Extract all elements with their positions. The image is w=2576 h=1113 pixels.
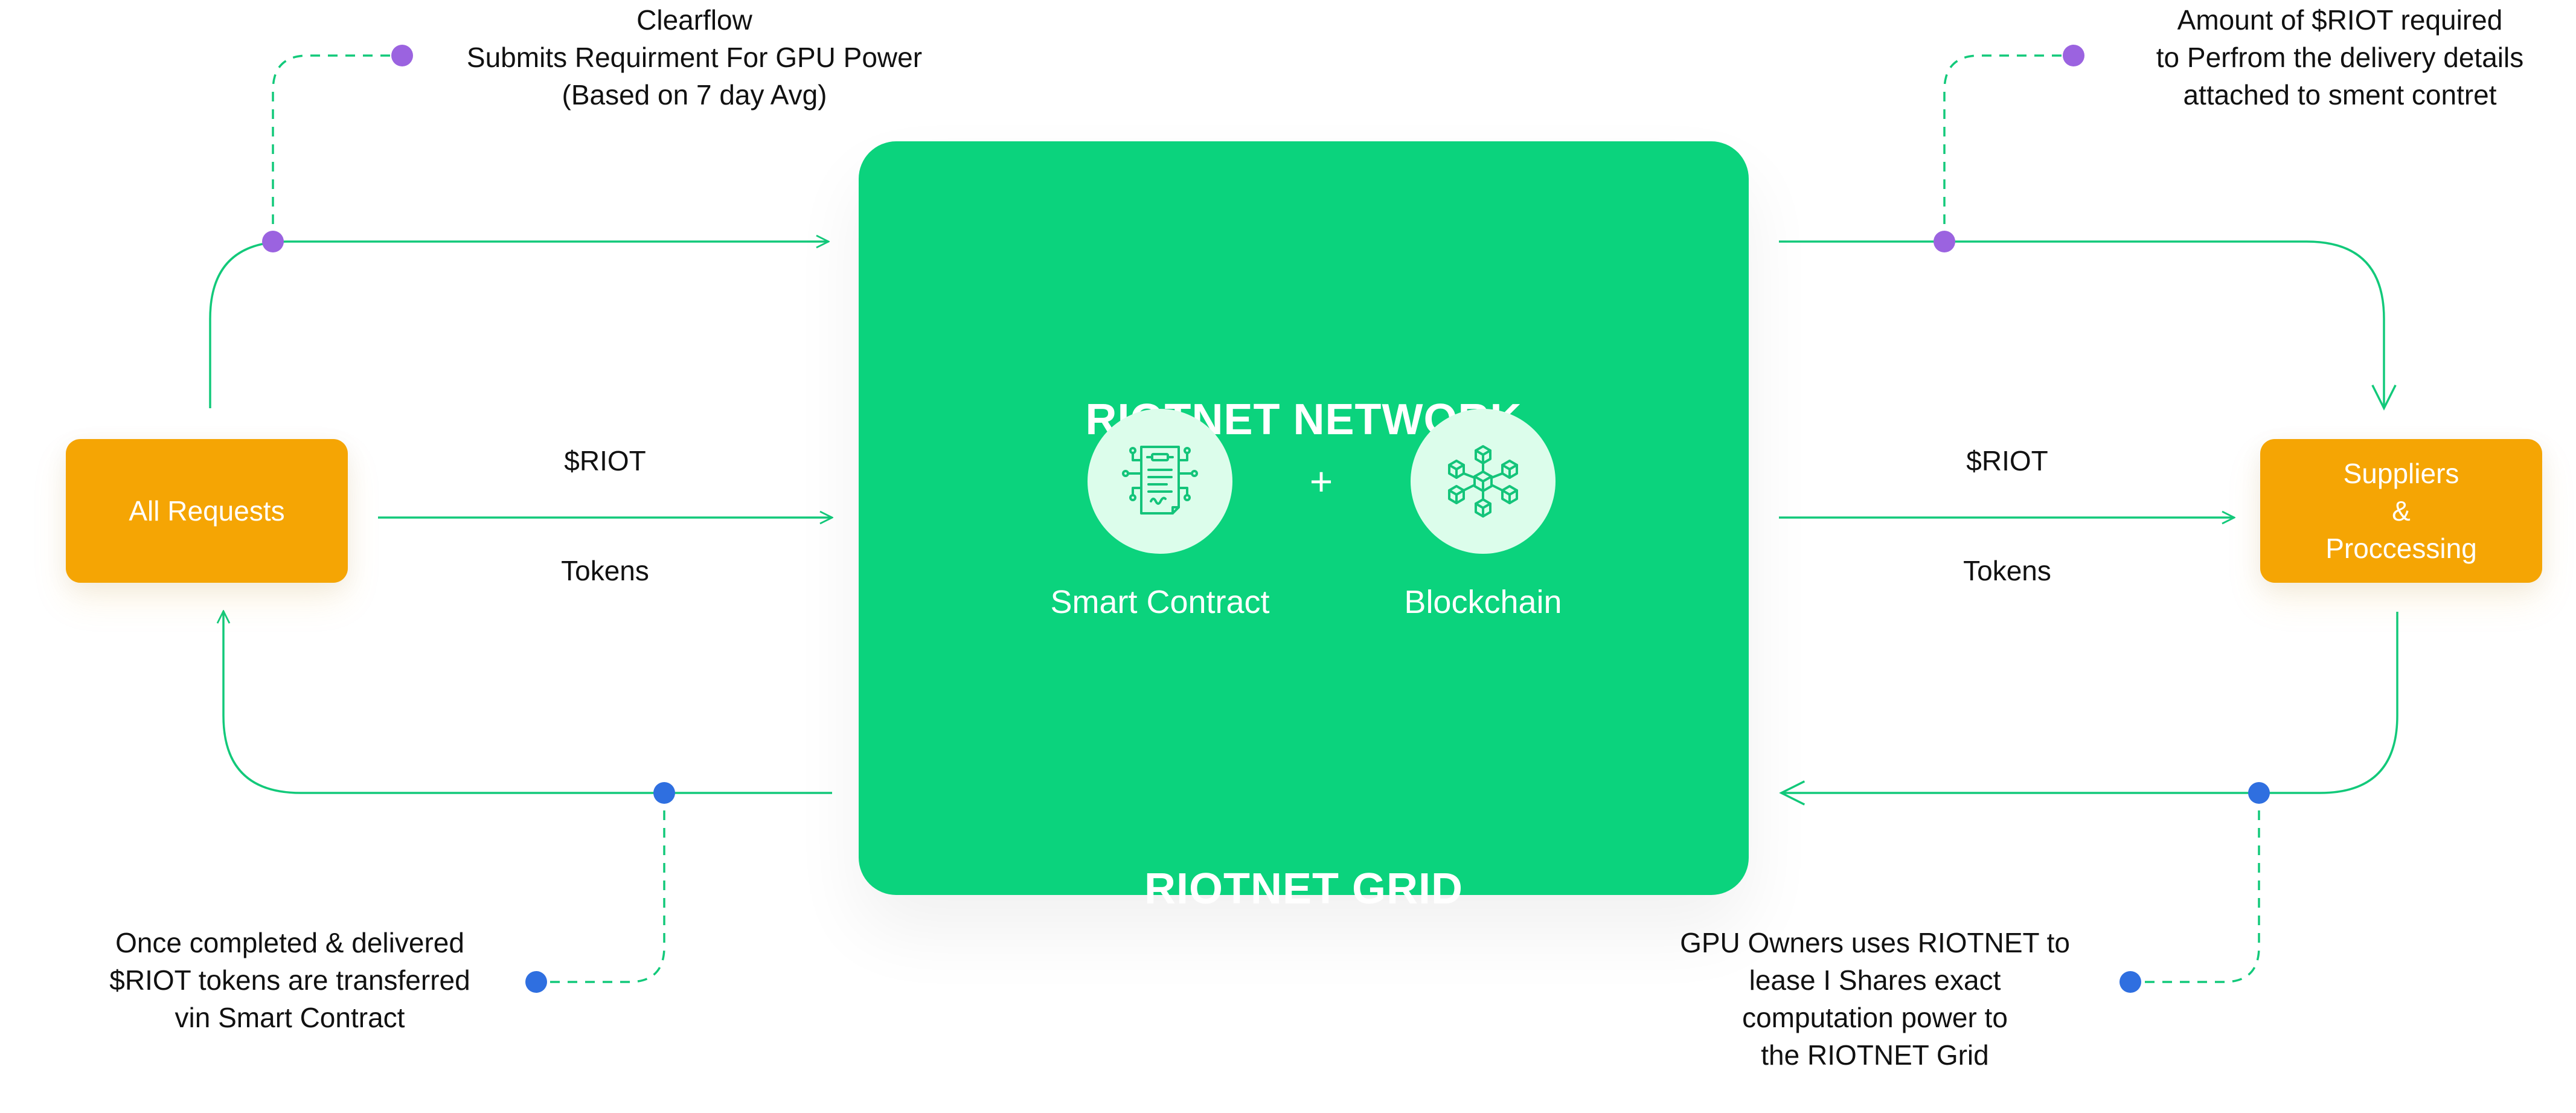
top-left-note-dot	[391, 45, 413, 66]
top-right-callout-line	[1943, 54, 2074, 242]
note-line: $RIOT tokens are transferred	[109, 964, 470, 996]
riot-label-right: $RIOT	[1966, 445, 2048, 476]
suppliers-label-line-3: Proccessing	[2325, 533, 2477, 564]
blockchain-label: Blockchain	[1404, 584, 1562, 620]
clearflow-note: Clearflow Submits Requirment For GPU Pow…	[423, 1, 966, 114]
note-line: to Perfrom the delivery details	[2156, 42, 2524, 73]
note-line: Amount of $RIOT required	[2177, 4, 2503, 36]
bottom-left-callout-line	[536, 793, 665, 983]
smart-contract-label: Smart Contract	[1050, 584, 1270, 620]
blockchain-icon	[1411, 409, 1556, 554]
smart-contract-icon	[1088, 409, 1232, 554]
gpu-owners-note: GPU Owners uses RIOTNET to lease I Share…	[1618, 924, 2132, 1074]
riotnet-panel: RIOTNET NETWORK RIOTNET GRID	[859, 141, 1749, 913]
suppliers-processing-box: Suppliers & Proccessing	[2260, 439, 2542, 583]
tokens-label-right: Tokens	[1963, 555, 2051, 586]
note-line: Once completed & delivered	[115, 927, 464, 958]
completion-flow-arrow	[223, 611, 832, 794]
supply-flow-arrow	[1781, 612, 2398, 793]
request-flow-arrow	[209, 242, 828, 408]
note-line: (Based on 7 day Avg)	[562, 79, 827, 111]
bottom-right-anchor-dot	[2248, 782, 2270, 804]
note-line: attached to sment contret	[2183, 79, 2497, 111]
note-line: Submits Requirment For GPU Power	[466, 42, 923, 73]
requirement-flow-arrow	[1779, 240, 2384, 408]
note-line: the RIOTNET Grid	[1761, 1039, 1989, 1071]
top-left-anchor-dot	[262, 231, 284, 252]
note-line: Clearflow	[636, 4, 752, 36]
riotnet-grid-title: RIOTNET GRID	[1144, 865, 1463, 913]
top-right-note-dot	[2063, 45, 2084, 66]
riot-label-left: $RIOT	[564, 445, 646, 476]
note-line: computation power to	[1742, 1002, 2008, 1033]
riotnet-network-title: RIOTNET NETWORK	[1085, 396, 1522, 444]
note-line: GPU Owners uses RIOTNET to	[1680, 927, 2070, 958]
all-requests-box: All Requests	[66, 439, 348, 583]
riot-amount-note: Amount of $RIOT required to Perfrom the …	[2083, 1, 2576, 114]
suppliers-label-line-2: &	[2392, 495, 2411, 527]
bottom-left-anchor-dot	[653, 782, 675, 804]
bottom-right-callout-line	[2130, 793, 2260, 983]
note-line: lease I Shares exact	[1749, 964, 2001, 996]
suppliers-label-line-1: Suppliers	[2343, 458, 2459, 489]
top-left-callout-line	[272, 54, 402, 242]
all-requests-label: All Requests	[129, 495, 285, 527]
top-right-anchor-dot	[1934, 231, 1955, 252]
plus-sign: +	[1309, 459, 1333, 504]
tokens-label-left: Tokens	[561, 555, 649, 586]
note-line: vin Smart Contract	[175, 1002, 405, 1033]
completion-note: Once completed & delivered $RIOT tokens …	[48, 924, 531, 1036]
bottom-left-note-dot	[525, 971, 547, 993]
bottom-right-note-dot	[2119, 971, 2141, 993]
